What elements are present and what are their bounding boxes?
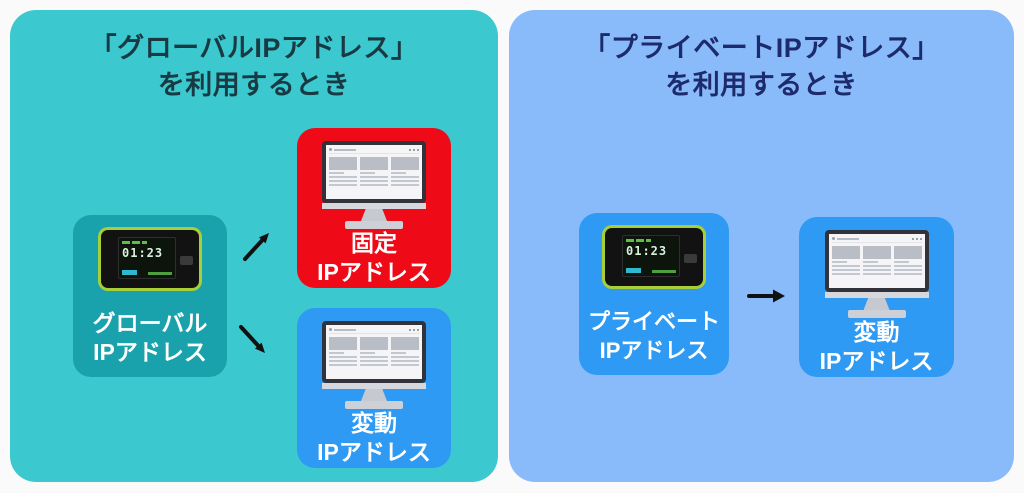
dynamic-ip-label: 変動 IPアドレス [819,319,934,374]
dynamic-ip-box: 変動 IPアドレス [297,308,451,468]
private-ip-source-box: 01:23 プライベート IPアドレス [579,213,729,375]
router-logo [180,256,193,265]
router-logo [684,254,697,263]
fixed-ip-box: 固定 IPアドレス [297,128,451,288]
global-ip-panel-title: 「グローバルIPアドレス」 を利用するとき [10,10,498,104]
dynamic-ip-label: 変動 IPアドレス [317,410,431,465]
private-ip-panel-title: 「プライベートIPアドレス」 を利用するとき [509,10,1014,104]
computer-monitor-icon [322,321,426,409]
global-ip-source-box: 01:23 グローバル IPアドレス [73,215,227,377]
mobile-router-icon: 01:23 [98,227,202,291]
private-ip-label: プライベート IPアドレス [587,309,720,363]
title-line-1: 「グローバルIPアドレス」 [89,33,419,63]
computer-monitor-icon [322,141,426,229]
arrow-up-right-icon [243,233,269,261]
computer-monitor-icon [824,230,929,318]
title-line-1: 「プライベートIPアドレス」 [583,33,940,63]
dynamic-ip-box: 変動 IPアドレス [799,217,954,377]
title-line-2: を利用するとき [157,70,351,100]
arrow-down-right-icon [239,325,265,353]
router-screen: 01:23 [118,237,176,279]
private-ip-panel: 「プライベートIPアドレス」 を利用するとき 01:23 プライベート IPアド… [509,10,1014,482]
router-clock: 01:23 [122,246,164,260]
mobile-router-icon: 01:23 [602,225,706,289]
global-ip-label: グローバル IPアドレス [92,310,208,365]
global-ip-panel: 「グローバルIPアドレス」 を利用するとき 01:23 グローバル IPアドレス [10,10,498,482]
title-line-2: を利用するとき [665,70,858,100]
fixed-ip-label: 固定 IPアドレス [317,230,431,285]
arrow-right-icon [747,289,785,303]
router-screen: 01:23 [622,235,680,277]
router-clock: 01:23 [626,244,668,258]
